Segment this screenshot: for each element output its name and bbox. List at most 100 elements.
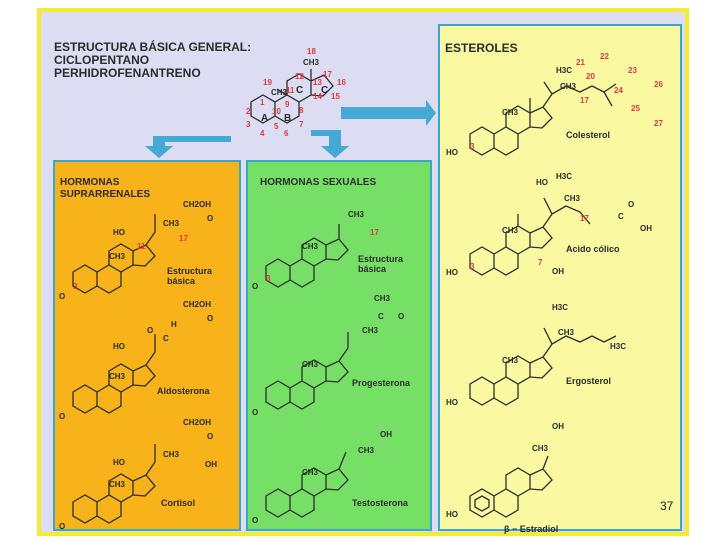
- flow-arrows: [145, 100, 436, 158]
- carbon-number-2: 2: [246, 107, 251, 116]
- general-title-line-2: CICLOPENTANO: [54, 53, 150, 67]
- ergosterol-ho: HO: [446, 398, 458, 407]
- carbon-number-3: 3: [246, 120, 251, 129]
- progesterona-structure: [265, 332, 349, 410]
- sexuales-panel: HORMONAS SEXUALES CH3 CH3 O 17 3 Estruct…: [246, 160, 432, 531]
- cortisol-ho: HO: [113, 458, 125, 467]
- colesterol-num-25: 25: [631, 104, 640, 113]
- ergosterol-h3c-b: H3C: [610, 342, 627, 351]
- carbon-number-18: 18: [307, 47, 316, 56]
- carbon-number-5: 5: [274, 122, 279, 131]
- acido-colico-ho-1: HO: [446, 268, 458, 277]
- supra-basic-name-line-1: Estructura: [167, 266, 213, 276]
- suprarrenales-panel: HORMONAS SUPRARRENALES CH2OH O HO CH3 CH…: [53, 160, 241, 531]
- ring-label-d: C: [321, 85, 329, 96]
- cortisol-ch3-b: CH3: [163, 450, 180, 459]
- sexuales-basic-structure: [265, 224, 349, 288]
- general-methyl-18: CH3: [303, 58, 320, 67]
- carbon-number-1: 1: [260, 98, 265, 107]
- carbon-number-12: 12: [295, 72, 304, 81]
- arrow-to-suprarrenales: [145, 130, 231, 158]
- colesterol-num-17: 17: [580, 96, 589, 105]
- colesterol-num-20: 20: [586, 72, 595, 81]
- progesterona-ch3-a: CH3: [302, 360, 319, 369]
- sex-basic-name-line-2: básica: [358, 264, 387, 274]
- aldosterona-o-1: O: [207, 314, 214, 323]
- estradiol-name: β − Estradiol: [504, 524, 559, 534]
- progesterona-o: O: [398, 312, 405, 321]
- acido-colico-ch3-b: CH3: [564, 194, 581, 203]
- ring-label-b: B: [284, 113, 292, 124]
- sexuales-title: HORMONAS SEXUALES: [260, 177, 377, 188]
- acido-colico-c: C: [618, 212, 624, 221]
- cortisol-ch3-a: CH3: [109, 480, 126, 489]
- testosterona-name: Testosterona: [352, 498, 408, 508]
- colesterol-num-24: 24: [614, 86, 623, 95]
- aldosterona-name: Aldosterona: [157, 386, 210, 396]
- testosterona-structure: [265, 451, 349, 518]
- aldosterona-ho: HO: [113, 342, 125, 351]
- sex-basic-num-17: 17: [370, 228, 379, 237]
- cortisol-name: Cortisol: [161, 498, 196, 508]
- colesterol-structure: [469, 81, 617, 156]
- supra-basic-num-11: 11: [137, 242, 146, 251]
- carbon-number-4: 4: [260, 129, 265, 138]
- supra-basic-o-17: O: [207, 214, 214, 223]
- progesterona-ch3-top: CH3: [374, 294, 391, 303]
- sex-basic-name-line-1: Estructura: [358, 254, 404, 264]
- supra-basic-name-line-2: básica: [167, 276, 196, 286]
- acido-colico-num-17: 17: [580, 214, 589, 223]
- colesterol-num-26: 26: [654, 80, 663, 89]
- supra-basic-ch2oh: CH2OH: [183, 200, 212, 209]
- carbon-number-6: 6: [284, 129, 289, 138]
- aldosterona-h: H: [171, 320, 177, 329]
- suprarrenales-title-line-2: SUPRARRENALES: [60, 189, 151, 200]
- aldosterona-ch2oh: CH2OH: [183, 300, 212, 309]
- carbon-number-17: 17: [323, 70, 332, 79]
- colesterol-ho: HO: [446, 148, 458, 157]
- testosterona-o-3: O: [252, 516, 259, 525]
- general-structure-rings: [250, 69, 334, 124]
- aldosterona-c: C: [163, 334, 169, 343]
- cortisol-ch2oh: CH2OH: [183, 418, 212, 427]
- general-methyl-19: CH3: [271, 88, 288, 97]
- supra-basic-o-3: O: [59, 292, 66, 301]
- ergosterol-h3c-a: H3C: [552, 303, 569, 312]
- ring-label-c: C: [296, 85, 304, 96]
- sex-basic-num-3: 3: [266, 274, 271, 283]
- sex-basic-ch3-b: CH3: [348, 210, 365, 219]
- supra-basic-num-17: 17: [179, 234, 188, 243]
- colesterol-num-3: 3: [470, 142, 475, 151]
- carbon-number-11: 11: [286, 86, 295, 95]
- acido-colico-num-3: 3: [470, 262, 475, 271]
- suprarrenales-title-line-1: HORMONAS: [60, 177, 120, 188]
- arrow-to-sexuales: [311, 130, 349, 158]
- cortisol-o: O: [207, 432, 214, 441]
- ergosterol-ch3-a: CH3: [502, 356, 519, 365]
- esteroles-panel: ESTEROLES HO CH3 CH3 H3C 21 22 23 24 25 …: [438, 24, 682, 534]
- slide-frame: ESTRUCTURA BÁSICA GENERAL: CICLOPENTANO …: [37, 8, 689, 536]
- progesterona-ch3-b: CH3: [362, 326, 379, 335]
- general-title-line-1: ESTRUCTURA BÁSICA GENERAL:: [54, 40, 252, 54]
- acido-colico-o: O: [628, 200, 635, 209]
- colesterol-num-22: 22: [600, 52, 609, 61]
- carbon-number-7: 7: [299, 120, 304, 129]
- supra-basic-ho: HO: [113, 228, 125, 237]
- carbon-number-8: 8: [299, 106, 304, 115]
- carbon-number-19: 19: [263, 78, 272, 87]
- arrow-to-esteroles: [341, 100, 436, 126]
- carbon-number-13: 13: [313, 78, 322, 87]
- acido-colico-ch3-a: CH3: [502, 226, 519, 235]
- carbon-number-9: 9: [285, 100, 290, 109]
- testosterona-oh: OH: [380, 430, 392, 439]
- acido-colico-oh-7: OH: [552, 267, 564, 276]
- progesterona-c: C: [378, 312, 384, 321]
- cortisol-structure: [72, 444, 156, 524]
- aldosterona-o-3: O: [59, 412, 66, 421]
- acido-colico-h3c: H3C: [556, 172, 573, 181]
- suprarrenales-basic-structure: [72, 214, 156, 294]
- colesterol-ch3-a: CH3: [502, 108, 519, 117]
- acido-colico-ho-12: HO: [536, 178, 548, 187]
- carbon-number-14: 14: [313, 92, 322, 101]
- aldosterona-o-2: O: [147, 326, 154, 335]
